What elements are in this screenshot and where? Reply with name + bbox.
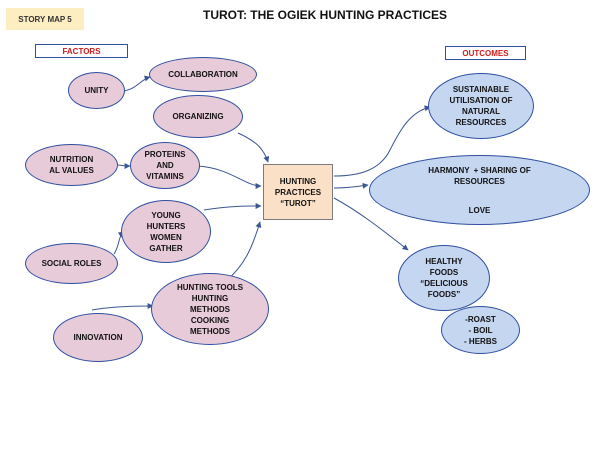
node-label: YOUNG bbox=[151, 210, 181, 220]
outcome-node-healthy-foods: HEALTHY FOODS “DELICIOUS FOODS” bbox=[398, 245, 490, 311]
node-label: INNOVATION bbox=[73, 333, 123, 342]
node-label: RESOURCES bbox=[454, 176, 505, 186]
node-label: WOMEN bbox=[150, 232, 182, 242]
node-label: GATHER bbox=[149, 243, 183, 253]
node-label: UNITY bbox=[84, 86, 109, 95]
node-label: NATURAL bbox=[461, 107, 501, 116]
outcome-node-harmony: HARMONY + SHARING OF RESOURCES LOVE bbox=[369, 155, 590, 225]
factor-node-social-roles: SOCIAL ROLES bbox=[25, 243, 118, 284]
node-label: PROTEINS bbox=[144, 150, 186, 159]
factor-node-unity: UNITY bbox=[68, 72, 125, 109]
arrow-organizing-center bbox=[237, 132, 270, 163]
harmony-row: HARMONY + SHARING OF bbox=[428, 165, 530, 176]
node-label: -ROAST bbox=[465, 314, 496, 324]
arrow-tools-center bbox=[224, 221, 262, 283]
node-label: SOCIAL ROLES bbox=[41, 259, 102, 268]
node-label: HARMONY bbox=[428, 165, 470, 175]
node-label: + SHARING OF bbox=[473, 165, 531, 175]
node-label: METHODS bbox=[190, 304, 230, 314]
arrow-nutrition-proteins bbox=[117, 162, 131, 169]
node-label: “DELICIOUS bbox=[420, 279, 468, 288]
node-label: - HERBS bbox=[464, 336, 497, 346]
node-label: ORGANIZING bbox=[172, 112, 224, 121]
node-label: UTILISATION OF bbox=[449, 96, 513, 105]
node-label: HEALTHY bbox=[425, 257, 463, 266]
arrow-center-sustainable bbox=[333, 105, 431, 177]
node-label: VITAMINS bbox=[146, 172, 184, 181]
node-label: - BOIL bbox=[468, 325, 493, 335]
node-label: FOODS” bbox=[427, 290, 461, 299]
arrow-proteins-center bbox=[197, 165, 262, 189]
node-label: AND bbox=[156, 161, 174, 170]
factors-label: FACTORS bbox=[35, 44, 128, 58]
node-label: COLLABORATION bbox=[168, 70, 238, 79]
arrow-innovation-tools bbox=[91, 303, 154, 311]
arrow-unity-collaboration bbox=[123, 75, 151, 92]
node-label: COOKING bbox=[190, 315, 230, 325]
node-label: NUTRITION bbox=[49, 155, 94, 164]
node-label: FOODS bbox=[429, 268, 459, 277]
node-label: SUSTAINABLE bbox=[452, 85, 510, 94]
arrow-center-healthy bbox=[333, 197, 409, 251]
center-line: HUNTING bbox=[279, 176, 317, 186]
center-line: “TUROT” bbox=[280, 198, 316, 208]
factor-node-young-hunters: YOUNG HUNTERS WOMEN GATHER bbox=[121, 200, 211, 263]
node-label: METHODS bbox=[190, 326, 230, 336]
outcome-node-cooking-methods: -ROAST - BOIL - HERBS bbox=[441, 306, 520, 354]
center-line: PRACTICES bbox=[274, 187, 322, 197]
story-map-badge: STORY MAP 5 bbox=[6, 8, 84, 30]
center-node-hunting-practices: HUNTING PRACTICES “TUROT” bbox=[263, 164, 333, 220]
node-label: AL VALUES bbox=[49, 166, 94, 175]
factor-node-collaboration: COLLABORATION bbox=[149, 57, 257, 92]
factor-node-proteins-vitamins: PROTEINS AND VITAMINS bbox=[130, 142, 200, 189]
node-label: LOVE bbox=[468, 205, 491, 215]
node-label: RESOURCES bbox=[455, 118, 507, 127]
node-label: HUNTING TOOLS bbox=[176, 282, 244, 292]
node-label: HUNTERS bbox=[146, 221, 186, 231]
arrow-center-harmony bbox=[333, 182, 369, 189]
outcome-node-sustainable: SUSTAINABLE UTILISATION OF NATURAL RESOU… bbox=[428, 73, 534, 139]
factor-node-organizing: ORGANIZING bbox=[153, 95, 243, 138]
page-title: TUROT: THE OGIEK HUNTING PRACTICES bbox=[202, 8, 447, 22]
factor-node-nutritional-values: NUTRITION AL VALUES bbox=[25, 144, 118, 186]
factor-node-innovation: INNOVATION bbox=[53, 313, 143, 362]
outcomes-label: OUTCOMES bbox=[445, 46, 526, 60]
factor-node-hunting-tools: HUNTING TOOLS HUNTING METHODS COOKING ME… bbox=[151, 273, 269, 345]
node-label: HUNTING bbox=[191, 293, 229, 303]
arrow-young-center bbox=[203, 203, 262, 211]
